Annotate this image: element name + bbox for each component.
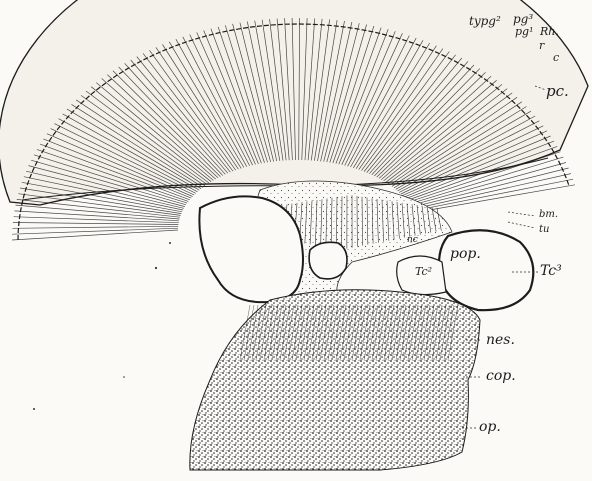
label-tc3: Tc³ bbox=[540, 264, 562, 278]
label-pg1: pg¹ bbox=[515, 26, 534, 37]
label-typg2: typg² bbox=[469, 15, 501, 27]
label-nc: nc bbox=[407, 236, 418, 245]
label-nes: nes. bbox=[486, 333, 515, 347]
right-cavity-pop bbox=[439, 230, 533, 310]
label-pc: pc. bbox=[546, 84, 569, 99]
label-tu: tu bbox=[539, 225, 549, 235]
label-pop: pop. bbox=[450, 247, 481, 261]
label-op: op. bbox=[479, 420, 501, 434]
stray-specks bbox=[33, 242, 171, 410]
label-cop: cop. bbox=[486, 369, 516, 383]
label-r: r bbox=[539, 40, 544, 51]
label-c: c bbox=[553, 52, 559, 63]
label-pg3: pg³ bbox=[513, 13, 533, 25]
label-tc2: Tc² bbox=[415, 266, 432, 277]
lower-ganglion bbox=[190, 290, 480, 470]
label-bm: bm. bbox=[539, 210, 558, 220]
left-cavity bbox=[199, 196, 303, 302]
small-cavity bbox=[309, 242, 347, 279]
label-rh: Rh. bbox=[540, 26, 559, 37]
